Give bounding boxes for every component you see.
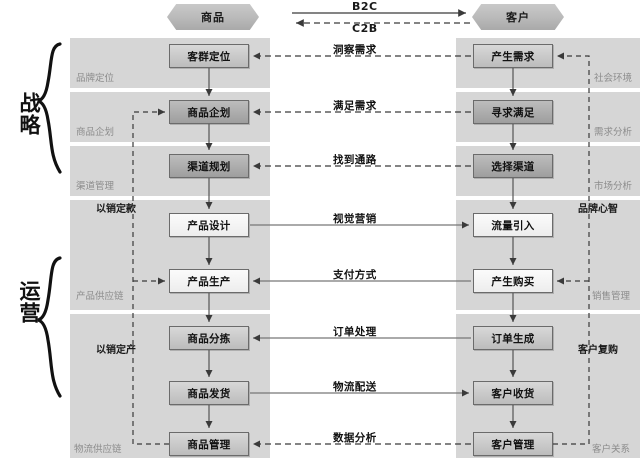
band-label-left-3: 以销定款 — [96, 204, 136, 215]
connector-label-7: 数据分析 — [333, 432, 377, 444]
flow-b2c-label: B2C — [352, 0, 378, 13]
band-label-right-6: 客户关系 — [592, 444, 631, 455]
actor-customer-hex: 客户 — [472, 4, 564, 30]
node-right-3[interactable]: 流量引入 — [473, 213, 553, 237]
brace-operations — [37, 256, 62, 398]
band-label-right-2: 市场分析 — [594, 181, 633, 192]
side-title-strategy: 战略 — [17, 92, 41, 136]
connector-label-3: 视觉营销 — [333, 213, 377, 225]
band-label-right-0: 社会环境 — [594, 73, 633, 84]
band-label-right-5: 客户复购 — [578, 345, 618, 356]
band-label-left-1: 商品企划 — [76, 127, 115, 138]
band-label-left-5: 以销定产 — [96, 345, 136, 356]
node-left-4[interactable]: 产品生产 — [169, 269, 249, 293]
node-right-7[interactable]: 客户管理 — [473, 432, 553, 456]
band-label-left-0: 品牌定位 — [76, 73, 115, 84]
connector-label-6: 物流配送 — [333, 381, 377, 393]
node-right-5[interactable]: 订单生成 — [473, 326, 553, 350]
side-title-operations: 运营 — [17, 280, 41, 324]
node-right-6[interactable]: 客户收货 — [473, 381, 553, 405]
node-right-2[interactable]: 选择渠道 — [473, 154, 553, 178]
connector-label-1: 满足需求 — [333, 100, 377, 112]
node-left-5[interactable]: 商品分拣 — [169, 326, 249, 350]
node-left-7[interactable]: 商品管理 — [169, 432, 249, 456]
node-left-6[interactable]: 商品发货 — [169, 381, 249, 405]
actor-product-hex: 商品 — [167, 4, 259, 30]
actor-product-label: 商品 — [167, 4, 259, 30]
connector-label-5: 订单处理 — [333, 326, 377, 338]
node-left-3[interactable]: 产品设计 — [169, 213, 249, 237]
connector-label-0: 洞察需求 — [333, 44, 377, 56]
node-left-0[interactable]: 客群定位 — [169, 44, 249, 68]
band-label-left-6: 物流供应链 — [74, 444, 122, 455]
connector-label-4: 支付方式 — [333, 269, 377, 281]
brace-strategy — [37, 42, 62, 174]
band-label-left-2: 渠道管理 — [76, 181, 115, 192]
actor-customer-label: 客户 — [472, 4, 564, 30]
node-right-0[interactable]: 产生需求 — [473, 44, 553, 68]
top-flow-arrows — [292, 9, 470, 27]
node-right-4[interactable]: 产生购买 — [473, 269, 553, 293]
band-label-right-3: 品牌心智 — [578, 204, 618, 215]
node-left-1[interactable]: 商品企划 — [169, 100, 249, 124]
band-label-left-4: 产品供应链 — [76, 291, 124, 302]
band-label-right-1: 需求分析 — [594, 127, 633, 138]
flow-c2b-label: C2B — [352, 22, 378, 35]
node-right-1[interactable]: 寻求满足 — [473, 100, 553, 124]
node-left-2[interactable]: 渠道规划 — [169, 154, 249, 178]
connector-label-2: 找到通路 — [333, 154, 377, 166]
band-label-right-4: 销售管理 — [592, 291, 631, 302]
